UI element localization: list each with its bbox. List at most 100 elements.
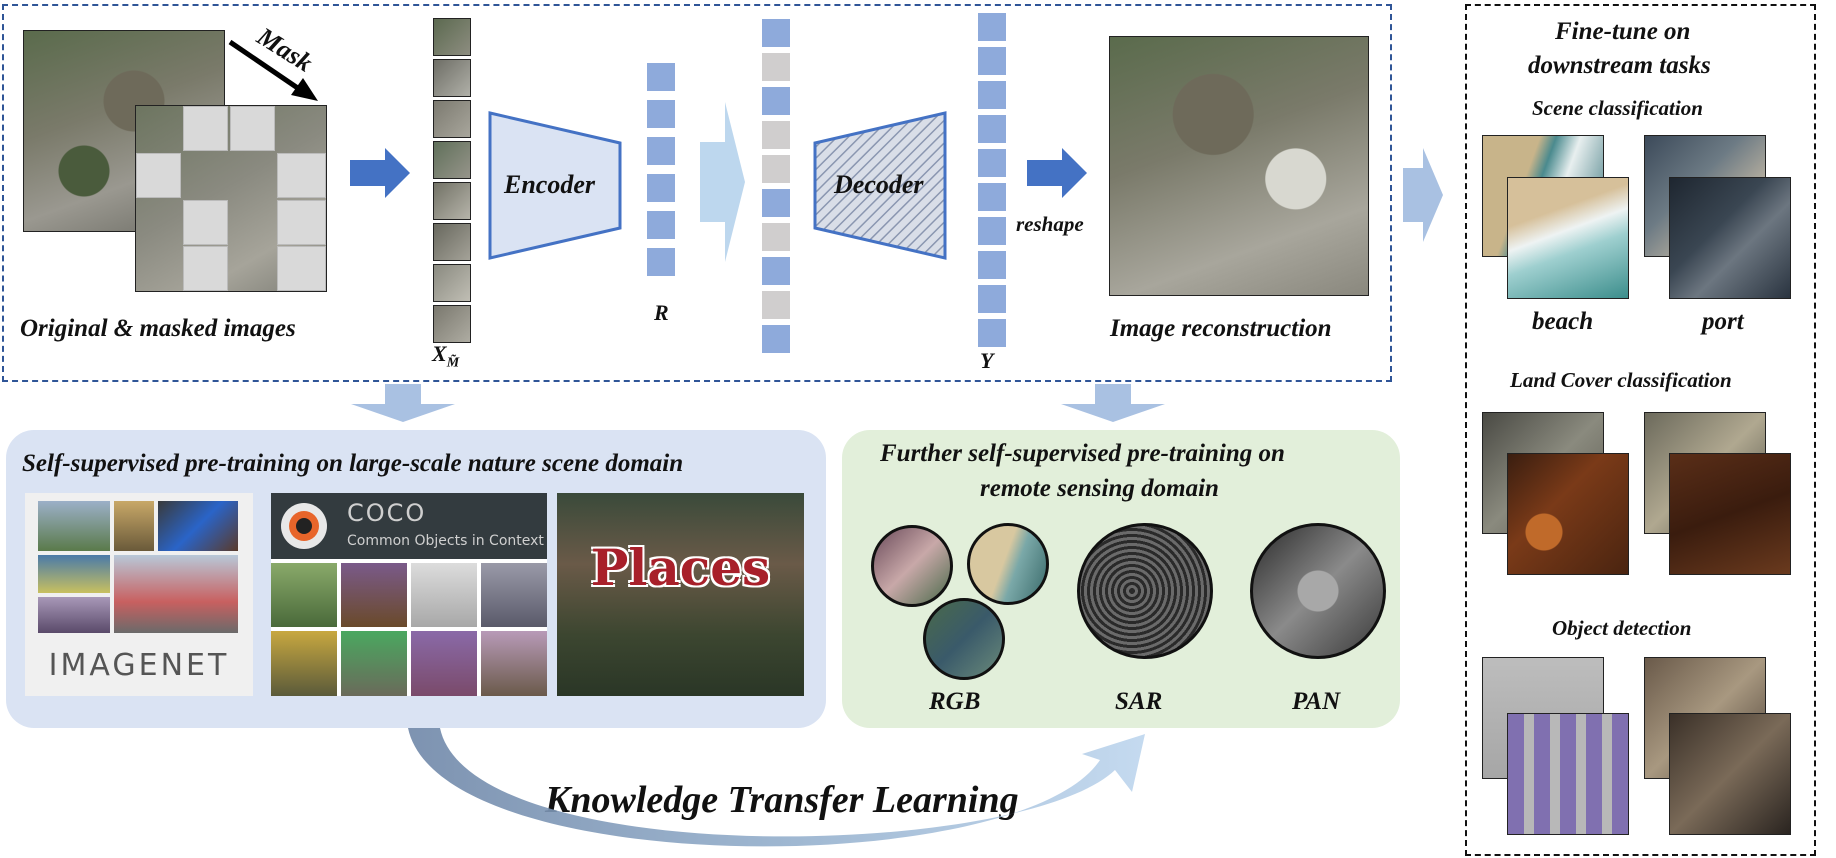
remote-domain-title-line1: Further self-supervised pre-training on bbox=[880, 440, 1285, 467]
land-cover-mask-1 bbox=[1507, 453, 1629, 575]
imagenet-thumb bbox=[38, 501, 110, 551]
sar-label: SAR bbox=[1115, 688, 1163, 715]
mask-patch bbox=[183, 106, 228, 151]
r-token bbox=[646, 173, 676, 203]
arrow-to-tokens bbox=[700, 102, 745, 262]
y-token bbox=[977, 148, 1007, 178]
y-token bbox=[977, 250, 1007, 280]
decoder-label: Decoder bbox=[834, 170, 924, 199]
token-visible bbox=[761, 256, 791, 286]
visible-patch bbox=[433, 100, 471, 138]
x-symbol: X bbox=[432, 341, 447, 366]
y-token bbox=[977, 12, 1007, 42]
visible-patch bbox=[433, 18, 471, 56]
pan-circle bbox=[1250, 523, 1386, 659]
y-token-column bbox=[977, 12, 1011, 352]
r-token bbox=[646, 99, 676, 129]
x-label: XM̃ bbox=[432, 341, 459, 371]
coco-thumb bbox=[271, 563, 337, 627]
token-mask bbox=[761, 290, 791, 320]
r-token bbox=[646, 247, 676, 277]
coco-thumb bbox=[271, 631, 337, 696]
coco-thumb bbox=[481, 631, 547, 696]
token-visible bbox=[761, 188, 791, 218]
r-token bbox=[646, 136, 676, 166]
beach-front-image bbox=[1507, 177, 1629, 299]
down-arrow-remote bbox=[1061, 384, 1165, 422]
token-visible bbox=[761, 18, 791, 48]
imagenet-thumb bbox=[38, 597, 110, 633]
nature-domain-title: Self-supervised pre-training on large-sc… bbox=[22, 450, 684, 477]
visible-patch bbox=[433, 264, 471, 302]
r-label: R bbox=[654, 300, 669, 325]
reshape-label: reshape bbox=[1016, 212, 1084, 236]
original-masked-caption: Original & masked images bbox=[20, 315, 296, 342]
token-mask bbox=[761, 52, 791, 82]
remote-domain-title-line2: remote sensing domain bbox=[980, 475, 1219, 502]
imagenet-logo: IMAGENET bbox=[48, 648, 230, 683]
coco-subtitle: Common Objects in Context bbox=[347, 533, 544, 549]
scene-classification-heading: Scene classification bbox=[1532, 96, 1703, 120]
knowledge-transfer-label: Knowledge Transfer Learning bbox=[545, 779, 1019, 821]
beach-label: beach bbox=[1532, 308, 1594, 335]
visible-patch bbox=[433, 182, 471, 220]
rgb-label: RGB bbox=[929, 688, 981, 715]
encoder-label: Encoder bbox=[504, 170, 595, 199]
mask-arrow-head bbox=[291, 78, 318, 101]
rgb-circle-3 bbox=[923, 598, 1005, 680]
down-arrow-nature bbox=[351, 384, 455, 422]
token-visible bbox=[761, 86, 791, 116]
pretraining-pipeline-frame bbox=[2, 4, 1392, 382]
coco-thumb bbox=[411, 631, 477, 696]
coco-thumb bbox=[411, 563, 477, 627]
coco-tile: COCO Common Objects in Context bbox=[271, 493, 547, 696]
land-cover-heading: Land Cover classification bbox=[1510, 368, 1732, 392]
token-visible bbox=[761, 324, 791, 354]
decoder-block bbox=[813, 111, 947, 260]
visible-patch bbox=[433, 223, 471, 261]
port-front-image bbox=[1669, 177, 1791, 299]
imagenet-tile: IMAGENET bbox=[25, 493, 253, 696]
r-token-column bbox=[646, 62, 680, 292]
detection-front-image-2 bbox=[1669, 713, 1791, 835]
visible-patch bbox=[433, 141, 471, 179]
coco-thumb bbox=[341, 563, 407, 627]
mask-patch bbox=[277, 246, 326, 291]
coco-logo-icon bbox=[281, 503, 327, 549]
y-token bbox=[977, 182, 1007, 212]
coco-logo-dot bbox=[296, 518, 312, 534]
encoder-block bbox=[488, 111, 622, 260]
pan-label: PAN bbox=[1292, 688, 1341, 715]
knowledge-transfer-arrow bbox=[408, 728, 1145, 847]
rgb-circle-2 bbox=[967, 523, 1049, 605]
reconstructed-image bbox=[1109, 36, 1369, 296]
mask-patch bbox=[183, 200, 228, 245]
token-mask bbox=[761, 222, 791, 252]
coco-header: COCO Common Objects in Context bbox=[271, 493, 547, 559]
mask-patch bbox=[183, 246, 228, 291]
finetune-title-line2: downstream tasks bbox=[1528, 52, 1711, 79]
coco-thumb bbox=[481, 563, 547, 627]
r-token bbox=[646, 62, 676, 92]
mask-patch bbox=[277, 200, 326, 245]
y-token bbox=[977, 284, 1007, 314]
y-token bbox=[977, 318, 1007, 348]
y-token bbox=[977, 46, 1007, 76]
y-token bbox=[977, 114, 1007, 144]
arrow-to-finetune bbox=[1403, 148, 1443, 242]
imagenet-thumb bbox=[114, 555, 238, 633]
finetune-title-line1: Fine-tune on bbox=[1555, 18, 1691, 45]
visible-patch-column bbox=[433, 18, 471, 348]
r-token bbox=[646, 210, 676, 240]
reconstruction-caption: Image reconstruction bbox=[1110, 315, 1332, 342]
y-token bbox=[977, 216, 1007, 246]
imagenet-thumb bbox=[158, 501, 238, 551]
places-logo: Places bbox=[590, 538, 771, 597]
coco-thumb bbox=[341, 631, 407, 696]
reshape-arrow bbox=[1027, 148, 1087, 198]
rgb-circle-1 bbox=[871, 525, 953, 607]
mask-patch bbox=[136, 153, 181, 198]
mask-patch bbox=[230, 106, 275, 151]
